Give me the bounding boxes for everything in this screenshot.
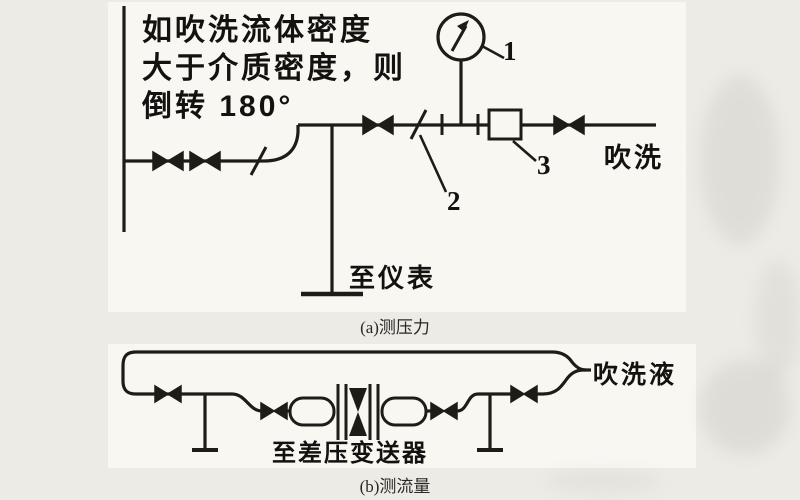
pipe-b-right-riser	[542, 368, 591, 396]
valve-icon	[510, 384, 538, 404]
to-dp-transmitter-label: 至差压变送器	[272, 440, 428, 467]
union-slash-icon	[409, 109, 428, 140]
valve-icon	[189, 150, 221, 172]
leader-line-1	[481, 44, 505, 60]
callout-label-union: 2	[447, 186, 461, 216]
restrictor-box-icon	[487, 108, 523, 141]
pipe-b-right-jog	[456, 392, 479, 413]
pipe-elbow	[263, 125, 300, 163]
orifice-assembly-icon	[288, 384, 428, 440]
union-slash-icon	[249, 146, 268, 176]
valve-icon	[553, 114, 585, 136]
note-line-1: 如吹洗流体密度	[142, 14, 373, 47]
diagram-a-panel	[108, 2, 686, 312]
caption-b: (b)测流量	[359, 477, 431, 496]
callout-label-restrictor: 3	[537, 150, 551, 180]
scan-smudge	[700, 75, 780, 245]
valve-icon	[152, 150, 184, 172]
valve-icon	[260, 401, 288, 421]
purge-label: 吹洗	[604, 143, 664, 173]
callout-label-gauge: 1	[503, 36, 517, 66]
scan-smudge	[700, 360, 790, 455]
leader-line-2	[418, 134, 448, 193]
leader-line-3	[512, 140, 537, 162]
scan-smudge	[755, 260, 800, 380]
valve-icon	[430, 401, 458, 421]
scan-smudge	[545, 470, 660, 492]
valve-icon	[362, 114, 394, 136]
note-line-3: 倒转 180°	[142, 90, 294, 123]
header-left-corner	[121, 350, 137, 396]
valve-icon	[154, 384, 182, 404]
to-instrument-label: 至仪表	[349, 263, 437, 293]
purge-liquid-label: 吹洗液	[593, 361, 678, 389]
note-line-2: 大于介质密度，则	[142, 52, 406, 85]
purge-note: 如吹洗流体密度 大于介质密度，则 倒转 180°	[142, 12, 406, 126]
header-right-corner	[551, 350, 587, 372]
pipe-b-left-jog	[231, 392, 263, 413]
pressure-gauge-icon	[436, 12, 486, 62]
caption-a: (a)测压力	[360, 318, 430, 337]
